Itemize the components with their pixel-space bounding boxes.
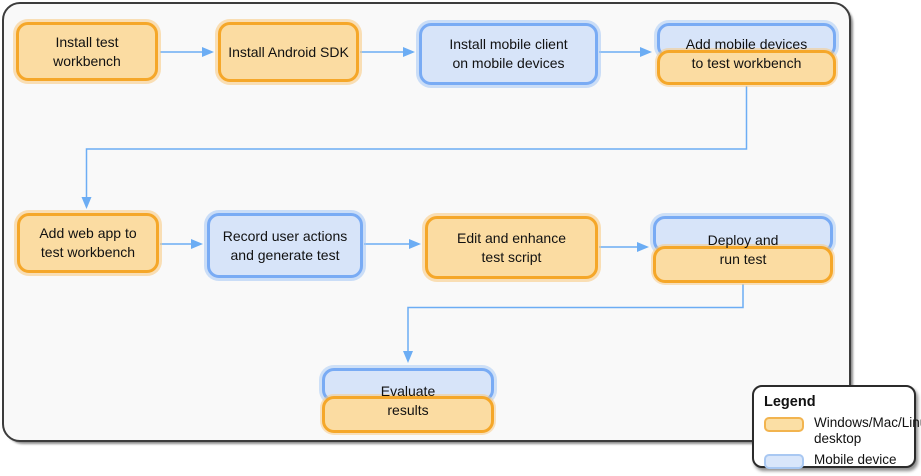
node-deploy-run-test: Deploy and run test	[653, 216, 833, 283]
desktop-half	[657, 50, 836, 85]
mobile-color-swatch	[764, 454, 804, 469]
node-label-line: test script	[481, 248, 542, 265]
node-add-web-app: Add web app to test workbench	[17, 213, 159, 273]
node-label-line: Evaluate	[380, 382, 436, 399]
node-add-mobile-devices: Add mobile devices to test workbench	[657, 23, 836, 85]
legend-label-line: Mobile device	[814, 452, 897, 467]
node-label-line: Add mobile devices	[685, 36, 808, 52]
node-install-mobile-client: Install mobile client on mobile devices	[419, 23, 598, 85]
node-label-line: on mobile devices	[452, 55, 565, 71]
legend: Legend Windows/Mac/Linux desktop Mobile …	[752, 385, 921, 469]
node-label-line: test workbench	[40, 244, 136, 260]
node-record-user-actions: Record user actions and generate test	[207, 213, 363, 278]
desktop-color-swatch	[764, 417, 804, 432]
node-edit-test-script: Edit and enhance test script	[425, 216, 598, 279]
node-install-android-sdk: Install Android SDK	[218, 22, 359, 82]
legend-title: Legend	[764, 394, 816, 410]
legend-item-mobile: Mobile device	[764, 452, 904, 469]
legend-label-line: desktop	[814, 431, 862, 446]
legend-label: Mobile device	[814, 452, 897, 468]
legend-item-desktop: Windows/Mac/Linux desktop	[764, 415, 921, 447]
node-evaluate-results: Evaluate results	[322, 368, 494, 433]
node-label-line: Install Android SDK	[228, 43, 349, 60]
node-label-line: Install test	[55, 33, 119, 50]
desktop-half	[322, 396, 494, 433]
node-label-line: Add web app to	[39, 225, 137, 241]
node-label-line: Deploy and	[707, 231, 779, 248]
node-label-line: Record user actions	[222, 227, 348, 244]
node-label-line: to test workbench	[691, 55, 802, 71]
node-label-line: Install mobile client	[449, 36, 568, 52]
legend-label: Windows/Mac/Linux desktop	[814, 415, 921, 447]
node-label-line: run test	[719, 250, 767, 267]
node-label-line: Edit and enhance	[457, 229, 566, 246]
node-install-test-workbench: Install test workbench	[16, 22, 158, 81]
node-label-line: workbench	[53, 52, 121, 69]
node-label-line: and generate test	[230, 246, 340, 263]
legend-label-line: Windows/Mac/Linux	[814, 415, 921, 430]
desktop-half	[653, 246, 833, 283]
node-label-line: results	[387, 401, 429, 418]
